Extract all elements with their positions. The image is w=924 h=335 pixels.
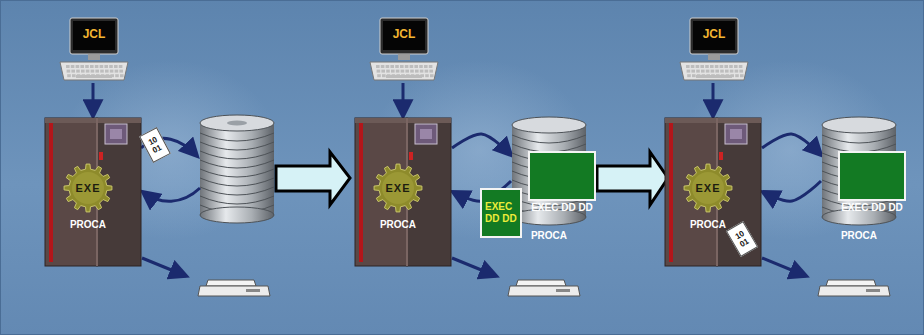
box-text: EXEC DD DD: [485, 201, 517, 225]
flow-arrow: [452, 134, 511, 155]
proc-name: PROCA: [355, 218, 441, 232]
gear-icon: [684, 164, 732, 212]
flow-arrow: [762, 134, 821, 155]
jcl-terminal: JCL: [678, 18, 750, 82]
data-card: 10 01: [139, 127, 171, 163]
disk-stack: [200, 115, 274, 223]
exec-label: EXE: [66, 180, 110, 196]
box-text: 10 01: [145, 134, 166, 156]
mainframe: EXE PROCA: [355, 118, 451, 266]
jcl-procedure: EXEC DD DD: [838, 151, 906, 201]
jcl-procedure: EXEC DD DD: [480, 188, 522, 238]
disk-label: PROCA: [810, 229, 908, 243]
screen-label: JCL: [694, 24, 734, 44]
flow-arrow: [92, 83, 95, 116]
write-arrow: [143, 188, 200, 201]
flow-arrow: [402, 83, 405, 116]
screen-label: JCL: [74, 24, 114, 44]
disk-library: PROCAEXEC DD DD: [820, 115, 898, 227]
step-arrow: [597, 152, 668, 205]
jcl-procedure: EXEC DD DD: [528, 151, 596, 201]
screen-label: JCL: [384, 24, 424, 44]
printer: [818, 280, 890, 296]
box-text: EXEC DD DD: [520, 201, 604, 215]
printer: [198, 280, 270, 296]
gear-icon: [374, 164, 422, 212]
exec-label: EXE: [376, 180, 420, 196]
jcl-terminal: JCL: [368, 18, 440, 82]
box-text: EXEC DD DD: [830, 201, 914, 215]
flow-arrow: [763, 181, 821, 201]
box-text: 10 01: [731, 228, 752, 251]
mainframe: EXE PROCA: [45, 118, 141, 266]
gear-icon: [64, 164, 112, 212]
proc-name: PROCA: [45, 218, 131, 232]
exec-label: EXE: [686, 180, 730, 196]
printer: [508, 280, 580, 296]
jcl-terminal: JCL: [58, 18, 130, 82]
step-arrow: [276, 152, 350, 205]
flow-arrow: [712, 83, 715, 116]
